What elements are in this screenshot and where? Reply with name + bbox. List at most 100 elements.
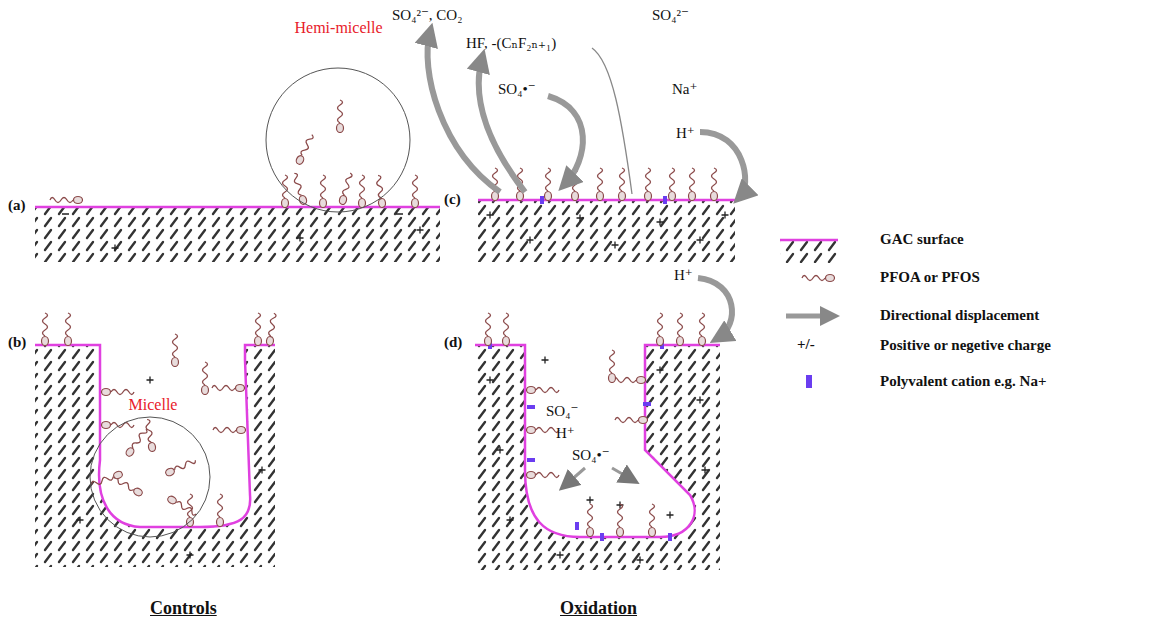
species-label: SO₄²⁻, CO₂ xyxy=(392,6,462,24)
panel-letter: (d) xyxy=(444,333,462,351)
release-line xyxy=(592,48,632,194)
panel-letter: (c) xyxy=(444,190,461,208)
pfas-molecule xyxy=(359,175,366,208)
legend-sample xyxy=(780,239,838,242)
gac-hatch xyxy=(478,200,735,262)
species-label: H⁺ xyxy=(674,266,693,284)
micelle-circle: Micelle xyxy=(83,395,223,540)
cation xyxy=(575,522,579,530)
pfas-molecule xyxy=(597,168,604,201)
pfas-molecule xyxy=(337,100,344,133)
species-label: Na⁺ xyxy=(672,80,697,98)
cation xyxy=(540,196,544,204)
displacement-arrow xyxy=(698,278,732,338)
cation xyxy=(668,533,672,541)
pfas-molecule xyxy=(545,168,552,201)
circle-outline xyxy=(251,18,426,213)
legend-text: GAC surface xyxy=(880,230,964,248)
gac-hatch xyxy=(475,345,720,570)
species-label: SO₄•⁻ xyxy=(572,446,610,464)
cations xyxy=(488,196,672,541)
pfas-molecule xyxy=(375,175,386,208)
species-label: HF, -(CₙF₂ₙ₊₁) xyxy=(466,34,556,52)
pfas-molecule xyxy=(255,313,262,346)
pfas-molecule xyxy=(649,504,656,537)
pfas-molecule xyxy=(338,172,353,205)
species-label: H⁺ xyxy=(676,124,695,142)
pfas-molecule xyxy=(615,417,648,424)
gac-surface xyxy=(475,345,720,537)
pfas-molecule xyxy=(42,313,49,346)
pfas-molecule xyxy=(613,377,646,384)
displacement-arrow xyxy=(548,96,583,184)
species-label: SO₄²⁻ xyxy=(652,6,689,24)
pfas-molecule xyxy=(689,168,696,201)
pfas-molecule xyxy=(657,313,664,346)
species-label: SO₄⁻ xyxy=(546,402,578,420)
gac-hatch xyxy=(35,345,275,567)
pfas-molecule xyxy=(125,427,149,458)
pfas-molecule xyxy=(266,313,277,346)
pfas-molecule xyxy=(485,313,492,346)
pfas-molecule xyxy=(65,313,72,346)
pfas-molecule xyxy=(295,133,315,165)
gac-hatch xyxy=(35,207,440,262)
legend-text: PFOA or PFOS xyxy=(880,268,980,286)
panel-letter: (b) xyxy=(8,333,26,351)
pfas-molecule xyxy=(527,472,560,479)
legend-swatch xyxy=(806,375,812,388)
panel-letter: (a) xyxy=(8,196,26,214)
pfas-molecule xyxy=(102,389,135,396)
pfas-molecules xyxy=(42,100,835,537)
pfas-molecule xyxy=(50,197,83,204)
pfas-molecule xyxy=(412,175,419,208)
pore-interior xyxy=(525,345,695,537)
pfas-molecule xyxy=(617,504,624,537)
legend-sample: +/- xyxy=(797,335,815,353)
pfas-molecule xyxy=(166,495,198,517)
pfas-molecule xyxy=(527,427,560,434)
legend-sample xyxy=(780,241,838,263)
pfas-molecule xyxy=(213,427,246,434)
pfas-molecule xyxy=(587,504,594,537)
gac-surface xyxy=(35,345,275,527)
cation xyxy=(527,405,535,409)
cation xyxy=(663,196,667,204)
pfas-molecule xyxy=(609,350,616,383)
species-label: SO₄•⁻ xyxy=(498,80,536,98)
hemi-micelle-circle: Hemi-micelle xyxy=(251,18,426,213)
displacement-arrow xyxy=(479,58,525,192)
legend-sample xyxy=(786,314,832,319)
charge-symbols xyxy=(77,212,729,564)
legend-text: Polyvalent cation e.g. Na+ xyxy=(880,372,1046,390)
legend-sample xyxy=(802,275,835,282)
cation xyxy=(643,402,651,406)
displacement-arrow xyxy=(612,468,636,482)
pfas-molecule xyxy=(212,385,245,392)
cation xyxy=(527,458,535,462)
pfas-molecule xyxy=(217,494,224,527)
legend-text: Positive or negetive charge xyxy=(880,336,1051,354)
displacement-arrow xyxy=(700,132,745,197)
legend-text: Directional displacement xyxy=(880,306,1039,324)
pfas-molecule xyxy=(102,422,135,429)
negative-charge xyxy=(62,213,403,214)
circle-outline xyxy=(266,68,410,212)
pfas-molecule xyxy=(202,362,209,395)
group-heading: Controls xyxy=(150,598,217,620)
pfas-molecule xyxy=(645,168,652,201)
pfas-molecule xyxy=(172,334,179,367)
circle-outline xyxy=(83,395,223,540)
circle-outline xyxy=(90,417,210,537)
structure-label: Micelle xyxy=(83,395,223,414)
pfas-molecule xyxy=(619,168,626,201)
cation xyxy=(600,533,604,541)
pfas-molecule xyxy=(711,168,718,201)
displacement-arrow xyxy=(428,32,500,192)
pfas-molecule xyxy=(503,313,510,346)
pfas-molecule xyxy=(90,470,123,488)
pfas-molecule xyxy=(320,175,327,208)
pfas-molecule xyxy=(144,419,157,452)
pfas-molecule xyxy=(677,313,684,346)
